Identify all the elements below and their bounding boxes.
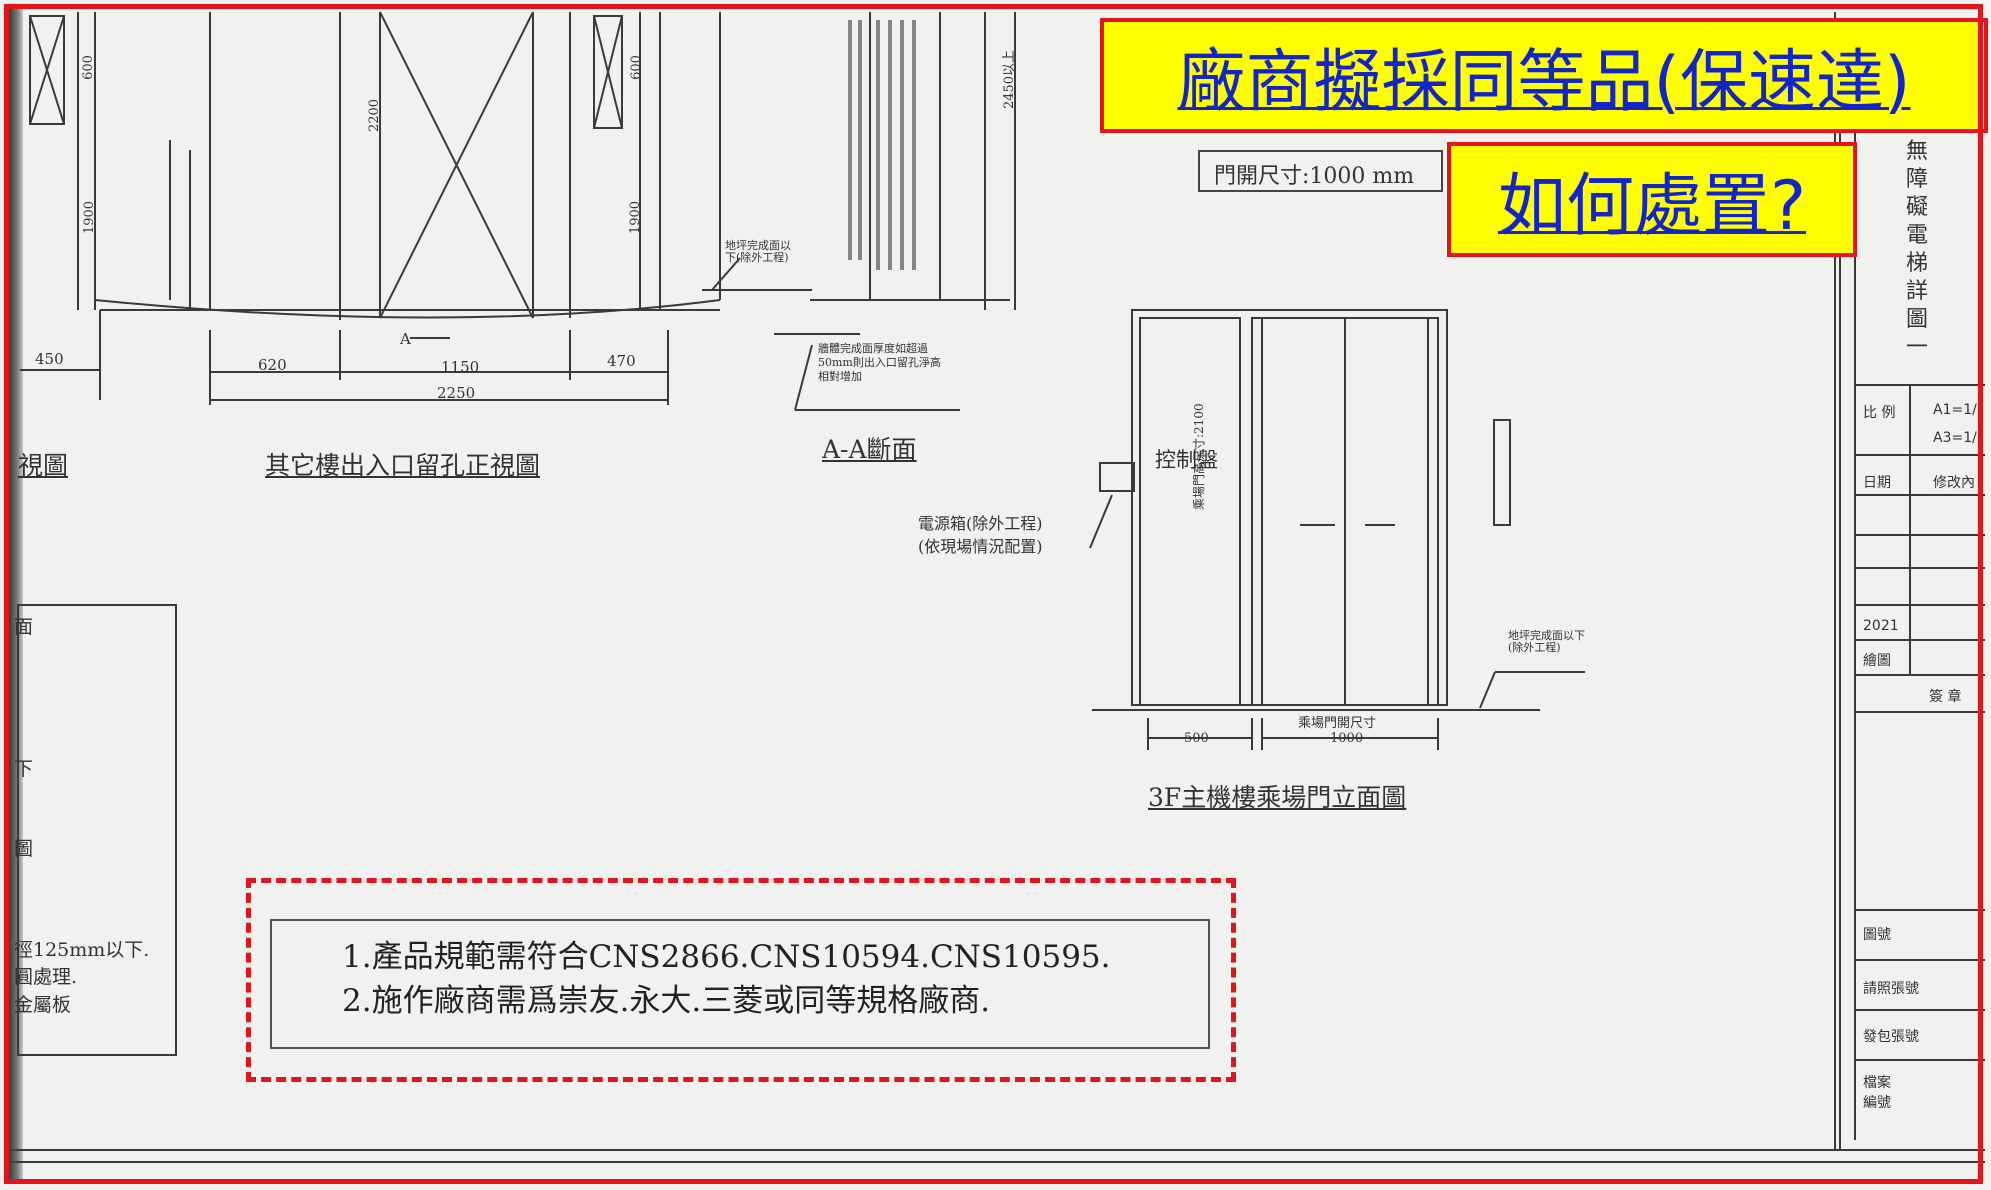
page-binding-shadow — [9, 9, 23, 1179]
dim-2250: 2250 — [437, 384, 476, 402]
note-finish-floor-right: 地坪完成面以下(除外工程) — [1508, 629, 1585, 654]
section-mark-a: A — [400, 330, 411, 348]
dim-470: 470 — [607, 352, 636, 370]
callout-question-text: 如何處置? — [1497, 167, 1807, 246]
notes-highlight-dashed — [246, 878, 1236, 1082]
notes-box: 1.產品規範需符合CNS2866.CNS10594.CNS10595. 2.施作… — [270, 919, 1210, 1049]
dim-600-right: 600 — [628, 55, 644, 80]
tb-file-no-label: 編號 — [1863, 1095, 1891, 1111]
door-opening-label: 門開尺寸:1000 mm — [1198, 150, 1443, 192]
note-finish-floor: 地坪完成面以下(除外工程) — [725, 239, 791, 264]
left-legend-box — [17, 604, 177, 1056]
elevation-frame — [1131, 309, 1448, 706]
tb-scale-label: 比 例 — [1863, 405, 1896, 421]
tb-contract-no-label: 發包張號 — [1863, 1029, 1919, 1045]
sheet-title-vertical: 無障礙電梯詳圖一 — [1906, 139, 1929, 360]
tb-file-label: 檔案 — [1863, 1075, 1891, 1091]
tb-request-no-label: 請照張號 — [1863, 981, 1919, 997]
dim-620: 620 — [258, 356, 287, 374]
dim-1150: 1150 — [441, 358, 480, 376]
front-view-title: 其它樓出入口留孔正視圖 — [265, 451, 541, 480]
left-fragment-1: 面 — [14, 616, 34, 638]
left-fragment-5: 圓處理. — [14, 966, 78, 988]
dim-600-left: 600 — [80, 55, 96, 80]
window-box-left — [29, 15, 65, 125]
note-line-1: 1.產品規範需符合CNS2866.CNS10594.CNS10595. — [342, 939, 1111, 975]
left-fragment-6: 金屬板 — [14, 994, 72, 1016]
callout-title-text: 廠商擬採同等品(保速達) — [1177, 43, 1911, 122]
note-line-2: 2.施作廠商需爲崇友.永大.三菱或同等規格廠商. — [342, 983, 991, 1019]
window-box-right — [593, 15, 623, 129]
left-fragment-4: 徑125mm以下. — [14, 939, 150, 961]
dim-500: 500 — [1184, 731, 1209, 746]
tb-drawing-no-label: 圖號 — [1863, 927, 1891, 943]
note-wall: 牆體完成面厚度如超過50mm則出入口留孔淨高相對增加 — [818, 342, 941, 383]
tb-signature-label: 簽 章 — [1929, 689, 1962, 705]
tb-scale-a3: A3=1/ — [1933, 430, 1977, 446]
section-title: A-A斷面 — [822, 435, 917, 464]
tb-year: 2021 — [1863, 618, 1899, 634]
tb-date-label: 日期 — [1863, 475, 1891, 491]
dim-1900-left: 1900 — [82, 200, 98, 235]
tb-drawn-label: 繪圖 — [1863, 653, 1891, 669]
hall-door-width-label: 乘場門開尺寸 — [1298, 716, 1377, 731]
power-box-label-1: 電源箱(除外工程) — [918, 514, 1043, 533]
elevation-title: 3F主機樓乘場門立面圖 — [1148, 783, 1407, 812]
callout-title: 廠商擬採同等品(保速達) — [1100, 18, 1988, 133]
dim-2450: 2450以上 — [1002, 49, 1018, 110]
dim-450: 450 — [35, 350, 64, 368]
control-panel-label: 控制盤 — [1155, 448, 1218, 472]
left-view-title-fragment: 視圖 — [18, 451, 69, 480]
power-box-label-2: (依現場情況配置) — [918, 537, 1043, 556]
tb-revision-label: 修改內 — [1933, 475, 1975, 491]
dim-1000: 1000 — [1330, 731, 1364, 746]
left-fragment-2: 下 — [14, 758, 34, 780]
dim-1900-right: 1900 — [628, 200, 644, 235]
callout-question: 如何處置? — [1447, 142, 1857, 257]
tb-scale-a1: A1=1/ — [1933, 402, 1977, 418]
left-fragment-3: 圖 — [14, 838, 34, 860]
dim-2200: 2200 — [367, 98, 383, 133]
